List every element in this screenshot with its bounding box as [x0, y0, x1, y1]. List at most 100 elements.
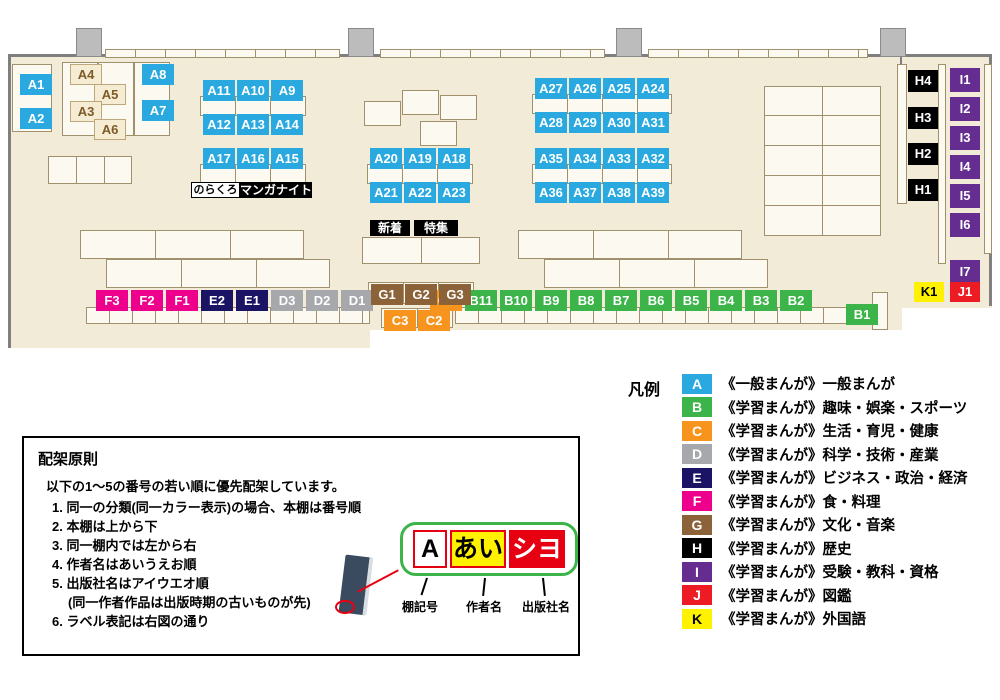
shelf-label-a4: A4	[70, 64, 102, 85]
shelf-label-b10: B10	[500, 290, 532, 311]
legend-label-g: 《学習まんが》文化・音楽	[721, 518, 895, 535]
legend-item-g: G 《学習まんが》文化・音楽	[682, 513, 994, 537]
shelf-label-h4: H4	[908, 70, 938, 92]
example-author: あい	[450, 530, 506, 568]
legend-title: 凡例	[628, 382, 661, 399]
legend-label-b: 《学習まんが》趣味・娯楽・スポーツ	[721, 400, 968, 417]
shelf-label-a16: A16	[237, 148, 269, 169]
example-shelf-code: A	[413, 530, 447, 568]
wall-left	[8, 54, 11, 348]
shelf-label-a20: A20	[370, 148, 402, 169]
shelf	[380, 49, 605, 58]
shelf-label-a5: A5	[94, 84, 126, 105]
shelf-label-a17: A17	[203, 148, 235, 169]
shelf-label-e1: E1	[236, 290, 268, 311]
shelf-label-a21: A21	[370, 182, 402, 203]
shelf-label-j1: J1	[950, 282, 980, 302]
tag-new-arrivals: 新着	[370, 220, 410, 236]
shelf-label-a38: A38	[603, 182, 635, 203]
shelf-label-a30: A30	[603, 112, 635, 133]
shelf-label-a11: A11	[203, 80, 235, 101]
principles-intro: 以下の1〜5の番号の若い順に優先配架しています。	[46, 479, 345, 494]
shelf-label-a35: A35	[535, 148, 567, 169]
shelf-label-h2: H2	[908, 143, 938, 165]
legend-item-i: I 《学習まんが》受験・教科・資格	[682, 560, 994, 584]
shelf-label-i5: I5	[950, 184, 980, 208]
shelf-label-i7: I7	[950, 260, 980, 284]
spine-label-circle-icon	[335, 600, 355, 614]
shelf	[200, 164, 306, 184]
shelf-label-f2: F2	[131, 290, 163, 311]
shelf-label-a26: A26	[569, 78, 601, 99]
legend-label-k: 《学習まんが》外国語	[721, 612, 866, 629]
shelf-label-f1: F1	[166, 290, 198, 311]
caption-publisher: 出版社名	[522, 600, 571, 614]
shelf-label-a8: A8	[142, 64, 174, 85]
shelf-label-i1: I1	[950, 68, 980, 92]
shelf-label-c2: C2	[418, 310, 450, 331]
shelf-label-a14: A14	[271, 114, 303, 135]
shelf-label-i2: I2	[950, 97, 980, 121]
legend-label-j: 《学習まんが》図鑑	[721, 588, 852, 605]
shelf-label-a32: A32	[637, 148, 669, 169]
legend-item-j: J 《学習まんが》図鑑	[682, 584, 994, 608]
shelf	[938, 64, 946, 264]
shelf	[984, 64, 992, 254]
principles-rule-4: 4. 作者名はあいうえお順	[52, 557, 197, 572]
legend-item-e: E 《学習まんが》ビジネス・政治・経済	[682, 466, 994, 490]
legend-badge-h: H	[682, 538, 712, 559]
shelf	[420, 121, 457, 146]
shelf-label-g2: G2	[405, 284, 437, 305]
shelf-label-k1: K1	[914, 282, 944, 302]
shelf-label-i4: I4	[950, 155, 980, 179]
pillar	[348, 28, 374, 57]
shelf-label-a3: A3	[70, 101, 102, 122]
shelf-label-a18: A18	[438, 148, 470, 169]
legend-item-c: C 《学習まんが》生活・育児・健康	[682, 419, 994, 443]
legend-label-h: 《学習まんが》歴史	[721, 541, 852, 558]
shelf-label-f3: F3	[96, 290, 128, 311]
example-publisher: シヨ	[509, 530, 565, 568]
legend-item-f: F 《学習まんが》食・料理	[682, 490, 994, 514]
leader-line	[420, 577, 428, 596]
shelf-label-a23: A23	[438, 182, 470, 203]
shelf	[80, 230, 304, 259]
leader-line	[542, 577, 546, 597]
shelf-label-a39: A39	[637, 182, 669, 203]
caption-author: 作者名	[466, 600, 503, 614]
shelf-label-b7: B7	[605, 290, 637, 311]
legend-label-f: 《学習まんが》食・料理	[721, 494, 881, 511]
legend-badge-e: E	[682, 467, 712, 488]
shelf	[364, 101, 401, 126]
shelf-label-b11: B11	[465, 290, 497, 311]
shelf-label-g1: G1	[371, 284, 403, 305]
shelf-label-h3: H3	[908, 107, 938, 129]
shelf-label-a13: A13	[237, 114, 269, 135]
shelf-label-d2: D2	[306, 290, 338, 311]
shelf	[764, 86, 881, 236]
principles-rule-5: 5. 出版社名はアイウエオ順	[52, 576, 209, 591]
shelf-label-a1: A1	[20, 74, 52, 95]
legend-label-a: 《一般まんが》一般まんが	[721, 377, 895, 394]
shelf	[648, 49, 868, 58]
legend-item-b: B 《学習まんが》趣味・娯楽・スポーツ	[682, 396, 994, 420]
tag-manga-night: マンガナイト	[240, 182, 313, 198]
legend-item-k: K 《学習まんが》外国語	[682, 607, 994, 631]
shelf-label-d3: D3	[271, 290, 303, 311]
legend: 凡例 A 《一般まんが》一般まんが B 《学習まんが》趣味・娯楽・スポーツ C …	[628, 372, 994, 631]
shelf-label-b9: B9	[535, 290, 567, 311]
principles-rule-5-note: (同一作者作品は出版時期の古いものが先)	[68, 595, 311, 610]
shelf-label-i6: I6	[950, 213, 980, 237]
shelf	[105, 49, 340, 58]
shelf-label-a34: A34	[569, 148, 601, 169]
shelf-label-b5: B5	[675, 290, 707, 311]
pillar	[76, 28, 102, 57]
principles-rules: 1. 同一の分類(同一カラー表示)の場合、本棚は番号順 2. 本棚は上から下 3…	[52, 498, 361, 631]
leader-line	[482, 577, 486, 597]
legend-badge-i: I	[682, 561, 712, 582]
legend-badge-d: D	[682, 444, 712, 465]
legend-badge-b: B	[682, 397, 712, 418]
pillar	[880, 28, 906, 57]
shelf	[532, 94, 672, 114]
shelf	[440, 95, 477, 120]
